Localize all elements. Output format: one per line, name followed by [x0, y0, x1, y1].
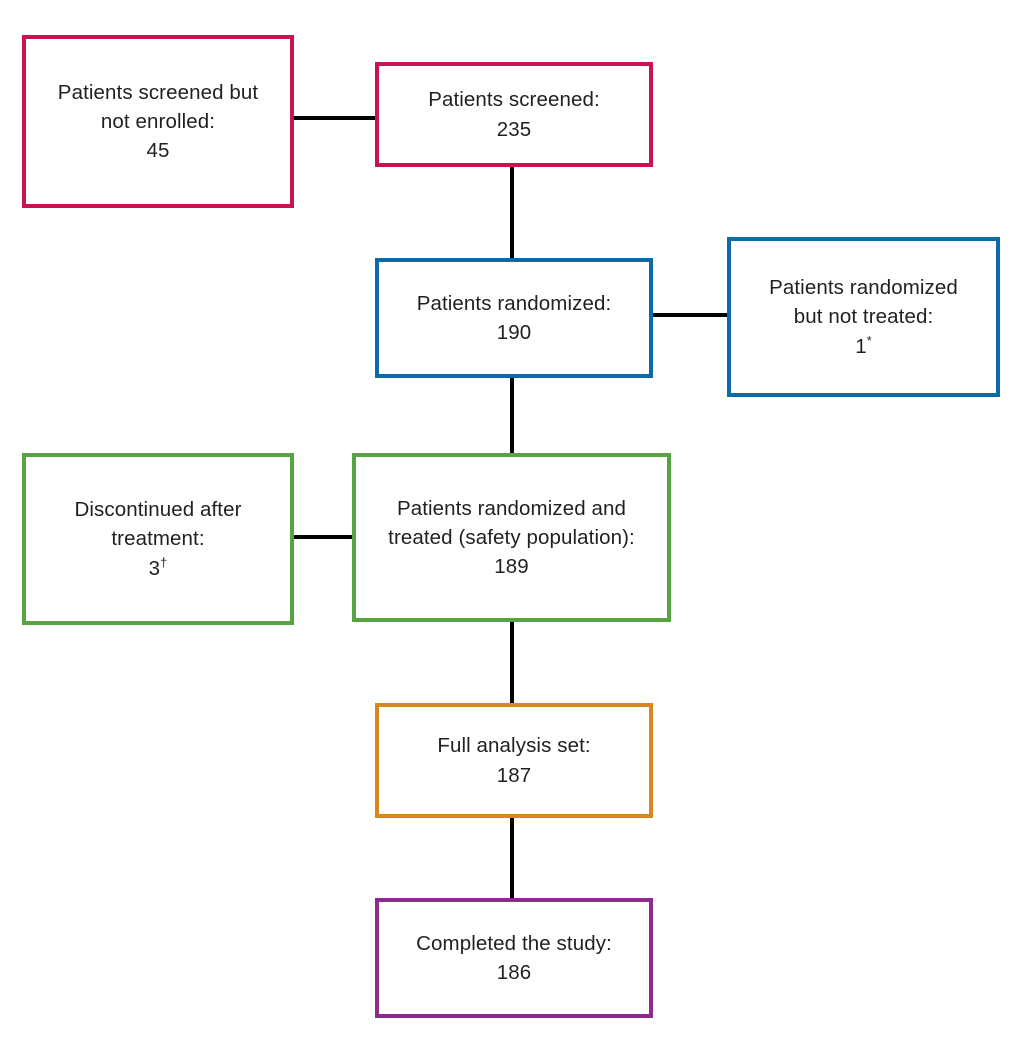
node-completed-the-study: Completed the study:186: [375, 898, 653, 1018]
connector-randomized-to-treated: [510, 377, 514, 455]
connector-randomized-to-not-treated: [653, 313, 727, 317]
node-patients-randomized: Patients randomized:190: [375, 258, 653, 378]
connector-screened-to-not-enrolled: [294, 116, 375, 120]
node-patients-screened: Patients screened:235: [375, 62, 653, 167]
node-label: Patients randomized:190: [416, 291, 612, 344]
connector-screened-to-randomized: [510, 166, 514, 260]
node-label: Patients screened:235: [428, 88, 600, 141]
connector-treated-to-discontinued: [294, 535, 353, 539]
node-full-analysis-set: Full analysis set:187: [375, 703, 653, 818]
connector-treated-to-full-analysis-set: [510, 621, 514, 705]
node-label: Full analysis set:187: [437, 734, 591, 787]
node-label: Completed the study:186: [416, 931, 612, 984]
connector-full-analysis-set-to-completed: [510, 817, 514, 899]
